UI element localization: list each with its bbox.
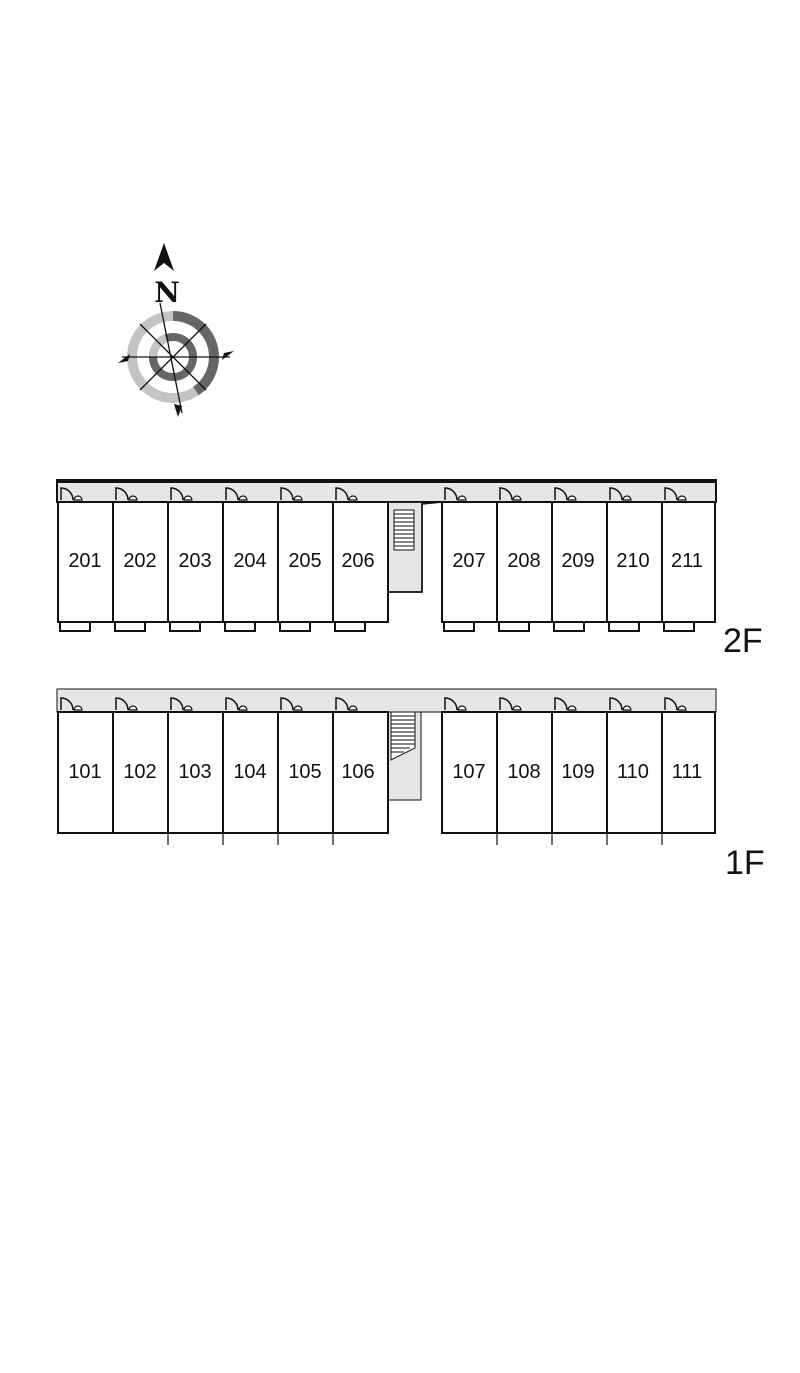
door-icon	[60, 697, 83, 711]
floor-label-2f: 2F	[723, 622, 763, 660]
unit-205: 205	[277, 487, 334, 632]
unit-110: 110	[606, 697, 663, 834]
unit-204: 204	[222, 487, 279, 632]
unit-111: 111	[661, 697, 716, 834]
floor-label-1f: 1F	[725, 844, 765, 882]
unit-label: 209	[561, 550, 594, 572]
stairwell	[387, 711, 422, 801]
unit-102: 102	[112, 697, 169, 834]
balcony	[169, 621, 201, 632]
unit-label: 109	[561, 761, 594, 783]
compass-north-label: N	[154, 276, 180, 309]
unit-label: 102	[123, 761, 156, 783]
floor-1f: 101 102 103 104	[56, 688, 765, 882]
unit-106: 106	[332, 697, 389, 834]
door-icon	[225, 697, 248, 711]
unit-label: 111	[672, 761, 702, 783]
unit-108: 108	[496, 697, 553, 834]
unit-label: 101	[68, 761, 101, 783]
door-icon	[225, 487, 248, 501]
unit-label: 203	[178, 550, 211, 572]
unit-105: 105	[277, 697, 334, 834]
door-icon	[115, 697, 138, 711]
door-icon	[335, 487, 358, 501]
unit-label: 205	[288, 550, 321, 572]
balcony	[498, 621, 530, 632]
unit-label: 103	[178, 761, 211, 783]
stairs-icon	[393, 509, 415, 551]
unit-label: 104	[233, 761, 266, 783]
corridor-wall	[57, 480, 716, 483]
balcony	[663, 621, 695, 632]
door-icon	[609, 697, 632, 711]
door-icon	[280, 487, 303, 501]
unit-109: 109	[551, 697, 608, 834]
unit-202: 202	[112, 487, 169, 632]
compass: N	[118, 243, 234, 417]
balcony	[334, 621, 366, 632]
balcony	[279, 621, 311, 632]
floor-2f: 201 202 203 20	[56, 479, 763, 660]
door-icon	[280, 697, 303, 711]
balcony	[224, 621, 256, 632]
unit-label: 106	[341, 761, 374, 783]
door-icon	[664, 697, 687, 711]
unit-label: 105	[288, 761, 321, 783]
door-icon	[664, 487, 687, 501]
unit-104: 104	[222, 697, 279, 834]
unit-206: 206	[332, 487, 389, 632]
stairwell	[387, 501, 443, 593]
compass-rose-icon	[118, 243, 234, 417]
balcony	[443, 621, 475, 632]
unit-107: 107	[441, 697, 498, 834]
unit-label: 107	[452, 761, 485, 783]
door-icon	[554, 487, 577, 501]
unit-label: 201	[68, 550, 101, 572]
door-icon	[170, 697, 193, 711]
unit-208: 208	[496, 487, 553, 632]
unit-211: 211	[661, 487, 716, 632]
door-icon	[554, 697, 577, 711]
unit-210: 210	[606, 487, 663, 632]
balcony	[59, 621, 91, 632]
unit-203: 203	[167, 487, 224, 632]
balcony	[553, 621, 585, 632]
balcony	[608, 621, 640, 632]
unit-label: 110	[617, 761, 649, 783]
door-icon	[609, 487, 632, 501]
unit-103: 103	[167, 697, 224, 834]
door-icon	[60, 487, 83, 501]
unit-label: 207	[452, 550, 485, 572]
door-icon	[444, 487, 467, 501]
unit-207: 207	[441, 487, 498, 632]
unit-label: 208	[507, 550, 540, 572]
unit-label: 108	[507, 761, 540, 783]
unit-label: 211	[671, 550, 703, 572]
door-icon	[499, 697, 522, 711]
stairs-icon	[390, 711, 416, 761]
partition-ticks	[167, 833, 663, 845]
door-icon	[499, 487, 522, 501]
unit-label: 210	[616, 550, 649, 572]
door-icon	[115, 487, 138, 501]
unit-label: 204	[233, 550, 266, 572]
balcony	[114, 621, 146, 632]
unit-101: 101	[57, 697, 114, 834]
door-icon	[170, 487, 193, 501]
door-icon	[444, 697, 467, 711]
unit-label: 202	[123, 550, 156, 572]
unit-201: 201	[57, 487, 114, 632]
door-icon	[335, 697, 358, 711]
unit-label: 206	[341, 550, 374, 572]
unit-209: 209	[551, 487, 608, 632]
